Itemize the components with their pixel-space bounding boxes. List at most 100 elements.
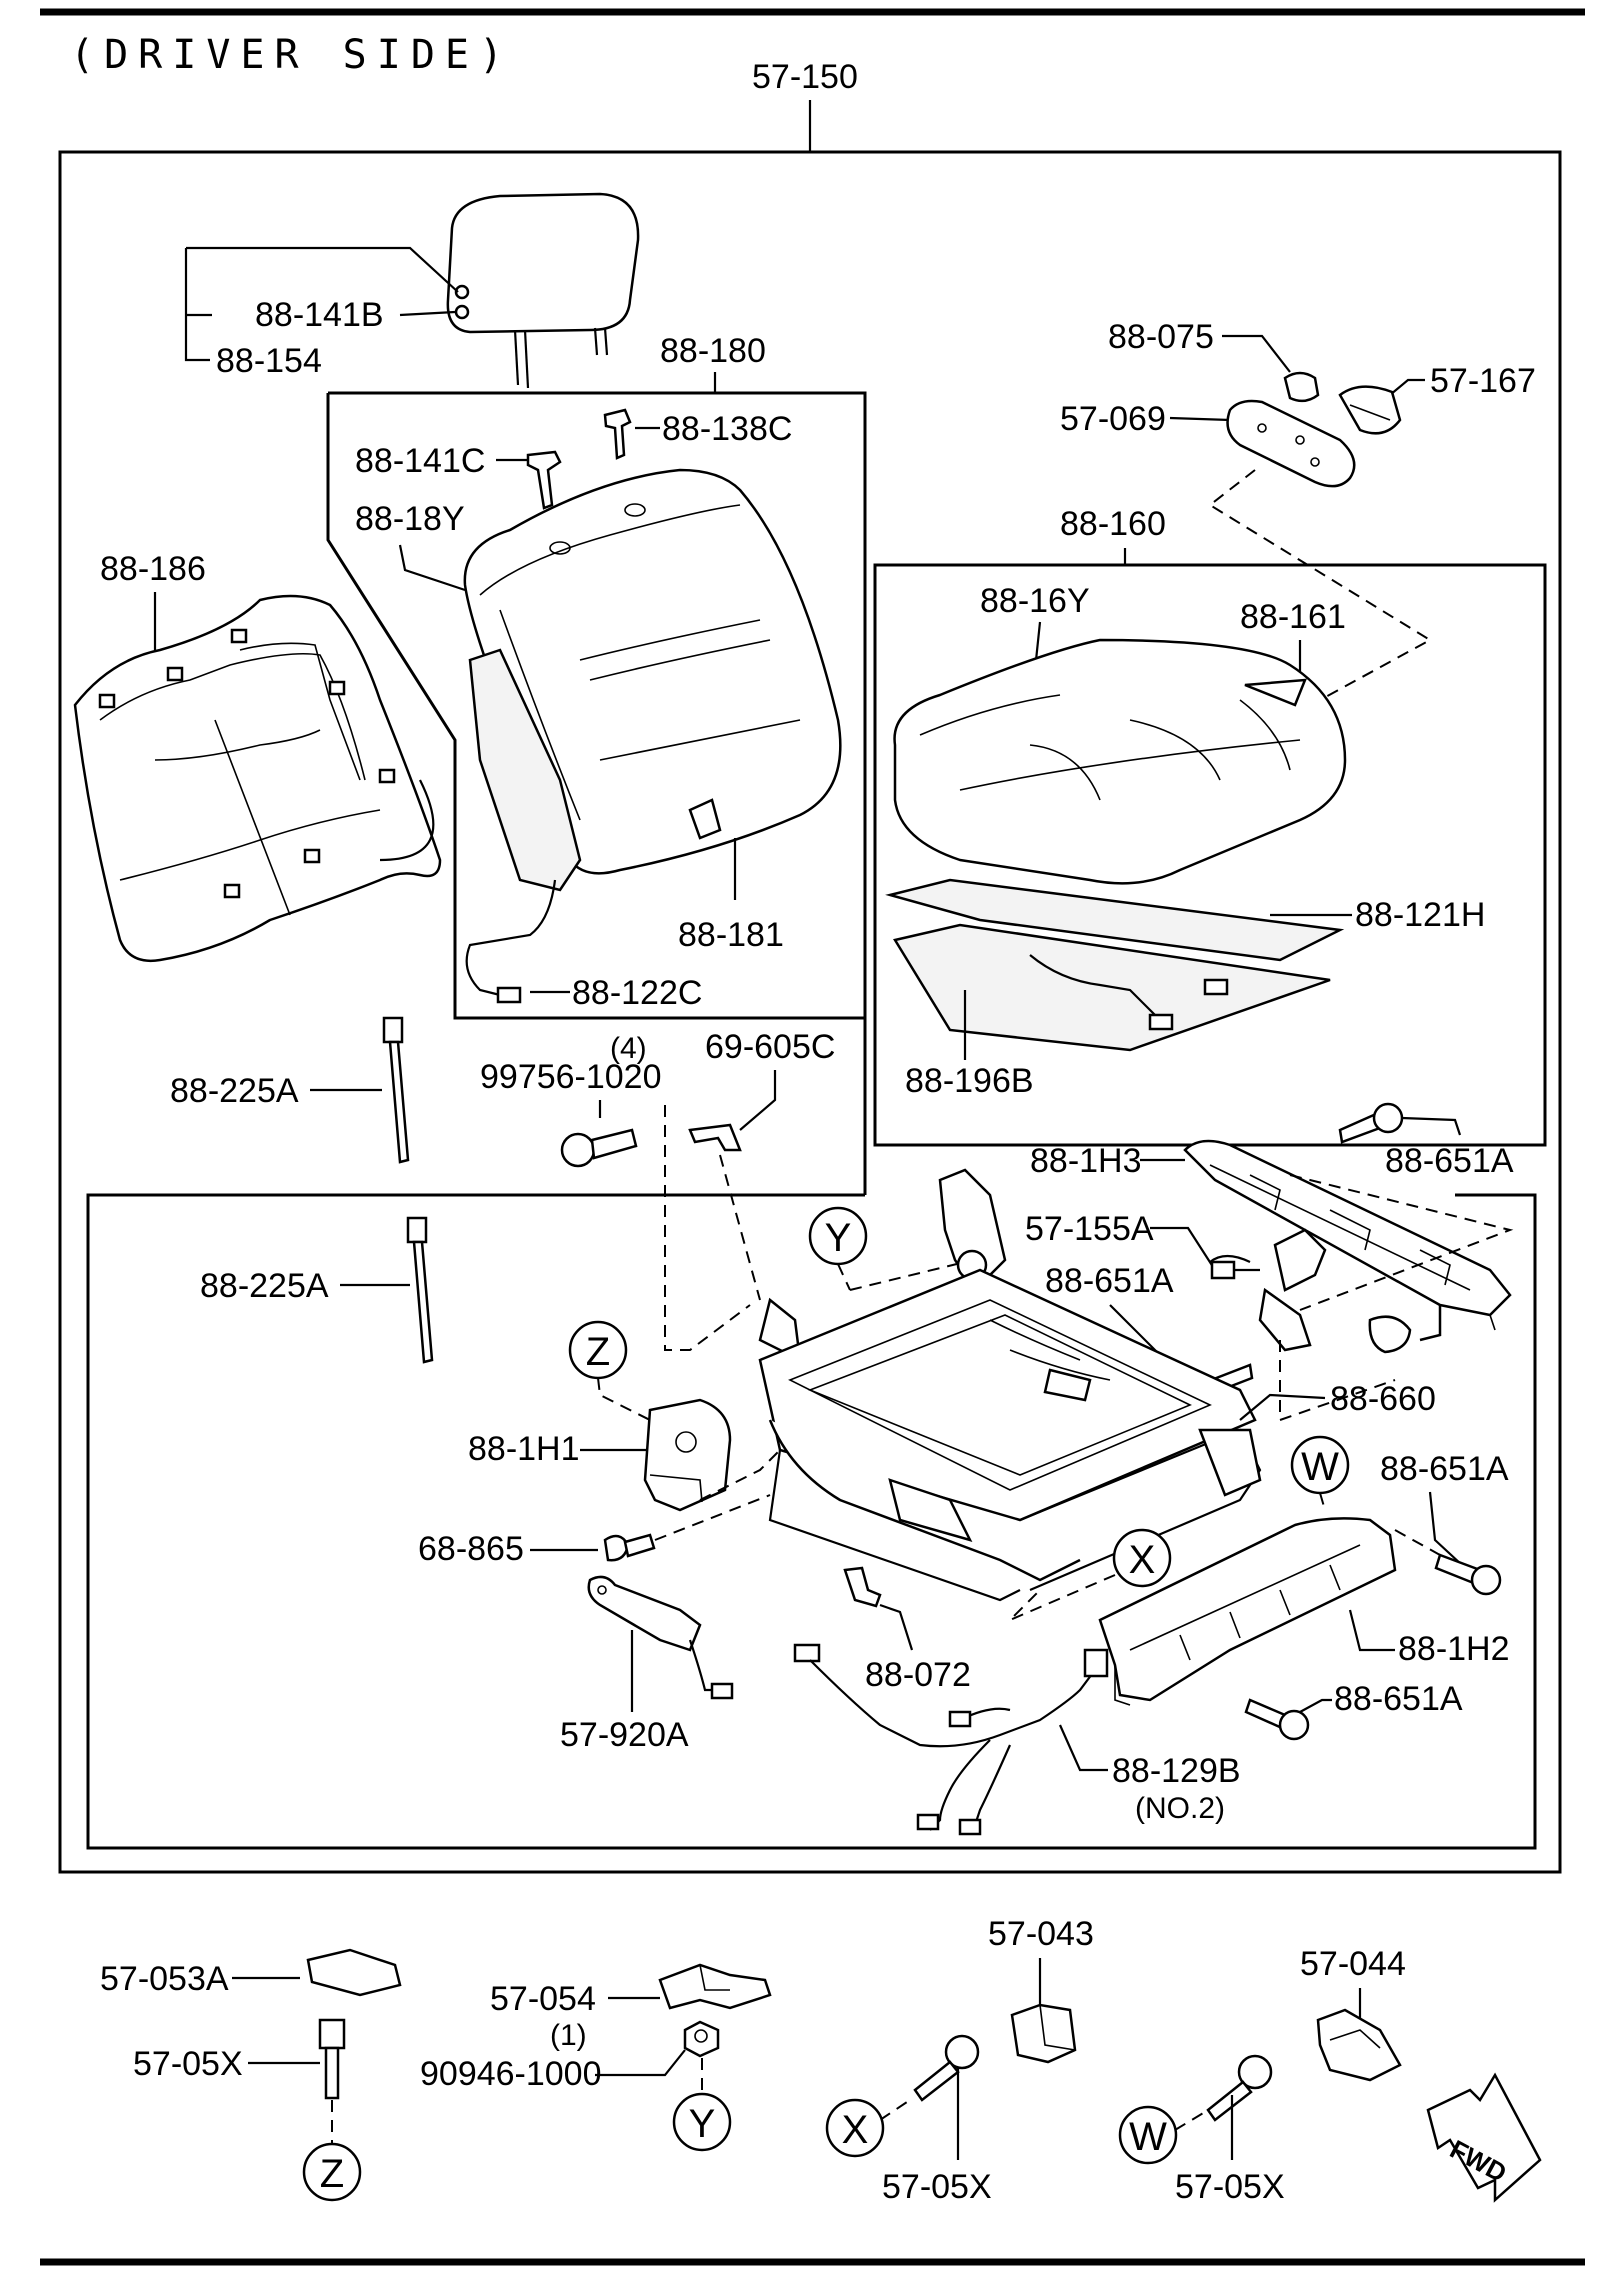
leader-57-155A <box>1150 1226 1260 1272</box>
label-88-129B: 88-129B <box>1112 1752 1241 1790</box>
svg-text:X: X <box>842 2108 869 2152</box>
leader-69-605C <box>739 1070 777 1131</box>
label-57-043: 57-043 <box>988 1915 1094 1953</box>
svg-text:Z: Z <box>586 1330 610 1374</box>
seat-cushion-part <box>893 638 1347 885</box>
dash-57-05X-2 <box>879 2099 911 2121</box>
label-88-075: 88-075 <box>1108 318 1214 356</box>
label-88-186: 88-186 <box>100 550 206 588</box>
headrest-part <box>446 192 640 389</box>
tie-88-225A-upper <box>382 1016 410 1164</box>
leader-88-1H2 <box>1348 1609 1395 1652</box>
label-88-138C: 88-138C <box>662 410 792 448</box>
label-88-141C: 88-141C <box>355 442 485 480</box>
cover-57-053A <box>306 1948 402 1997</box>
svg-text:Y: Y <box>825 1216 852 1260</box>
bolt-57-05X-2 <box>913 2034 980 2102</box>
switch-panel-57-069 <box>1226 399 1356 488</box>
leader-88-651A-lower <box>1299 1698 1332 1713</box>
label-90946-1000: 90946-1000 <box>420 2055 602 2093</box>
leader-90946-1000 <box>595 2049 686 2077</box>
leader-88-072 <box>879 1603 914 1651</box>
nut-90946-1000 <box>683 2020 720 2058</box>
label-57-069: 57-069 <box>1060 400 1166 438</box>
label-88-651A-lower: 88-651A <box>1334 1680 1463 1718</box>
label-88-16Y: 88-16Y <box>980 582 1090 620</box>
label-88-651A-mid: 88-651A <box>1045 1262 1174 1300</box>
dash-ref-Y <box>837 1263 851 1291</box>
label-88-660: 88-660 <box>1330 1380 1436 1418</box>
ref-Y-frame: Y <box>808 1206 868 1266</box>
label-88-180: 88-180 <box>660 332 766 370</box>
cover-57-054 <box>658 1963 772 2010</box>
clip-88-141C <box>526 450 562 510</box>
seat-frame-part <box>758 1168 1262 1602</box>
label-88-161: 88-161 <box>1240 598 1346 636</box>
bracket-88-1H1 <box>643 1398 732 1512</box>
label-88-1H1: 88-1H1 <box>468 1430 580 1468</box>
label-57-044: 57-044 <box>1300 1945 1406 1983</box>
dash-88-1H1 <box>699 1449 781 1501</box>
leader-88-651A-right <box>1428 1491 1463 1566</box>
label-88-122C: 88-122C <box>572 974 702 1012</box>
cushion-heater-88-196B <box>893 923 1331 1052</box>
bolt-57-05X-1 <box>318 2018 346 2100</box>
clip-88-138C <box>603 408 632 460</box>
fwd-arrow-icon: FWD <box>1426 2072 1542 2203</box>
buckle-57-920A <box>587 1575 734 1700</box>
block-57-043 <box>1010 2003 1077 2064</box>
dash-ref-X <box>1009 1574 1116 1621</box>
label-57-05X-1: 57-05X <box>133 2045 243 2083</box>
ref-W-bottom: W <box>1118 2105 1178 2165</box>
svg-text:X: X <box>1129 1538 1156 1582</box>
leader-88-660 <box>1239 1393 1326 1421</box>
bolt-99756-1020 <box>560 1128 638 1168</box>
label-68-865: 68-865 <box>418 1530 524 1568</box>
back-panel-part <box>73 594 442 963</box>
seatback-box-top <box>328 391 867 1195</box>
dash-69-605C <box>719 1154 761 1301</box>
ref-X-frame: X <box>1112 1528 1172 1588</box>
label-57-920A: 57-920A <box>560 1716 689 1754</box>
leader-88-129B <box>1058 1724 1108 1772</box>
screw-88-651A-upper <box>1338 1102 1404 1144</box>
leader-88-154 <box>184 248 210 362</box>
bolt-68-865 <box>603 1533 656 1562</box>
cushion-pad-88-121H <box>885 878 1345 962</box>
ref-Y-bottom: Y <box>672 2092 732 2152</box>
dash-57-069 <box>1208 469 1432 701</box>
screw-88-651A-right <box>1434 1553 1502 1596</box>
label-no2: (NO.2) <box>1135 1792 1225 1825</box>
assembly-label: 57-150 <box>752 58 858 96</box>
label-qty-1: (1) <box>550 2019 587 2052</box>
label-qty-4: (4) <box>610 1032 647 1065</box>
label-88-154: 88-154 <box>216 342 322 380</box>
label-88-651A-right: 88-651A <box>1380 1450 1509 1488</box>
clip-69-605C <box>688 1123 742 1152</box>
label-57-05X-2: 57-05X <box>882 2168 992 2206</box>
ref-X-bottom: X <box>825 2098 885 2158</box>
ref-Z-frame: Z <box>568 1320 628 1380</box>
dash-88-1H3 <box>1289 1174 1514 1311</box>
label-88-225A-upper: 88-225A <box>170 1072 299 1110</box>
leader-57-167 <box>1389 378 1425 396</box>
leader-88-651A-upper <box>1401 1116 1462 1136</box>
label-69-605C: 69-605C <box>705 1028 835 1066</box>
label-88-651A-upper: 88-651A <box>1385 1142 1514 1180</box>
ref-Z-bottom: Z <box>302 2142 362 2202</box>
label-57-054: 57-054 <box>490 1980 596 2018</box>
svg-text:W: W <box>1129 2115 1167 2159</box>
dash-88-651A-right <box>1394 1529 1441 1556</box>
svg-text:Z: Z <box>320 2152 344 2196</box>
leader-88-141B-upper <box>186 246 459 293</box>
dash-57-05X-3 <box>1174 2111 1206 2131</box>
seatback-pad-wire <box>465 648 582 1004</box>
knob-57-167 <box>1338 385 1402 435</box>
harness-88-129B <box>793 1643 1109 1836</box>
label-88-1H3: 88-1H3 <box>1030 1142 1142 1180</box>
svg-text:Y: Y <box>689 2102 716 2146</box>
clip-88-072 <box>843 1566 882 1608</box>
leader-88-141B-to-part <box>399 310 456 317</box>
tie-88-225A-lower <box>406 1216 434 1364</box>
